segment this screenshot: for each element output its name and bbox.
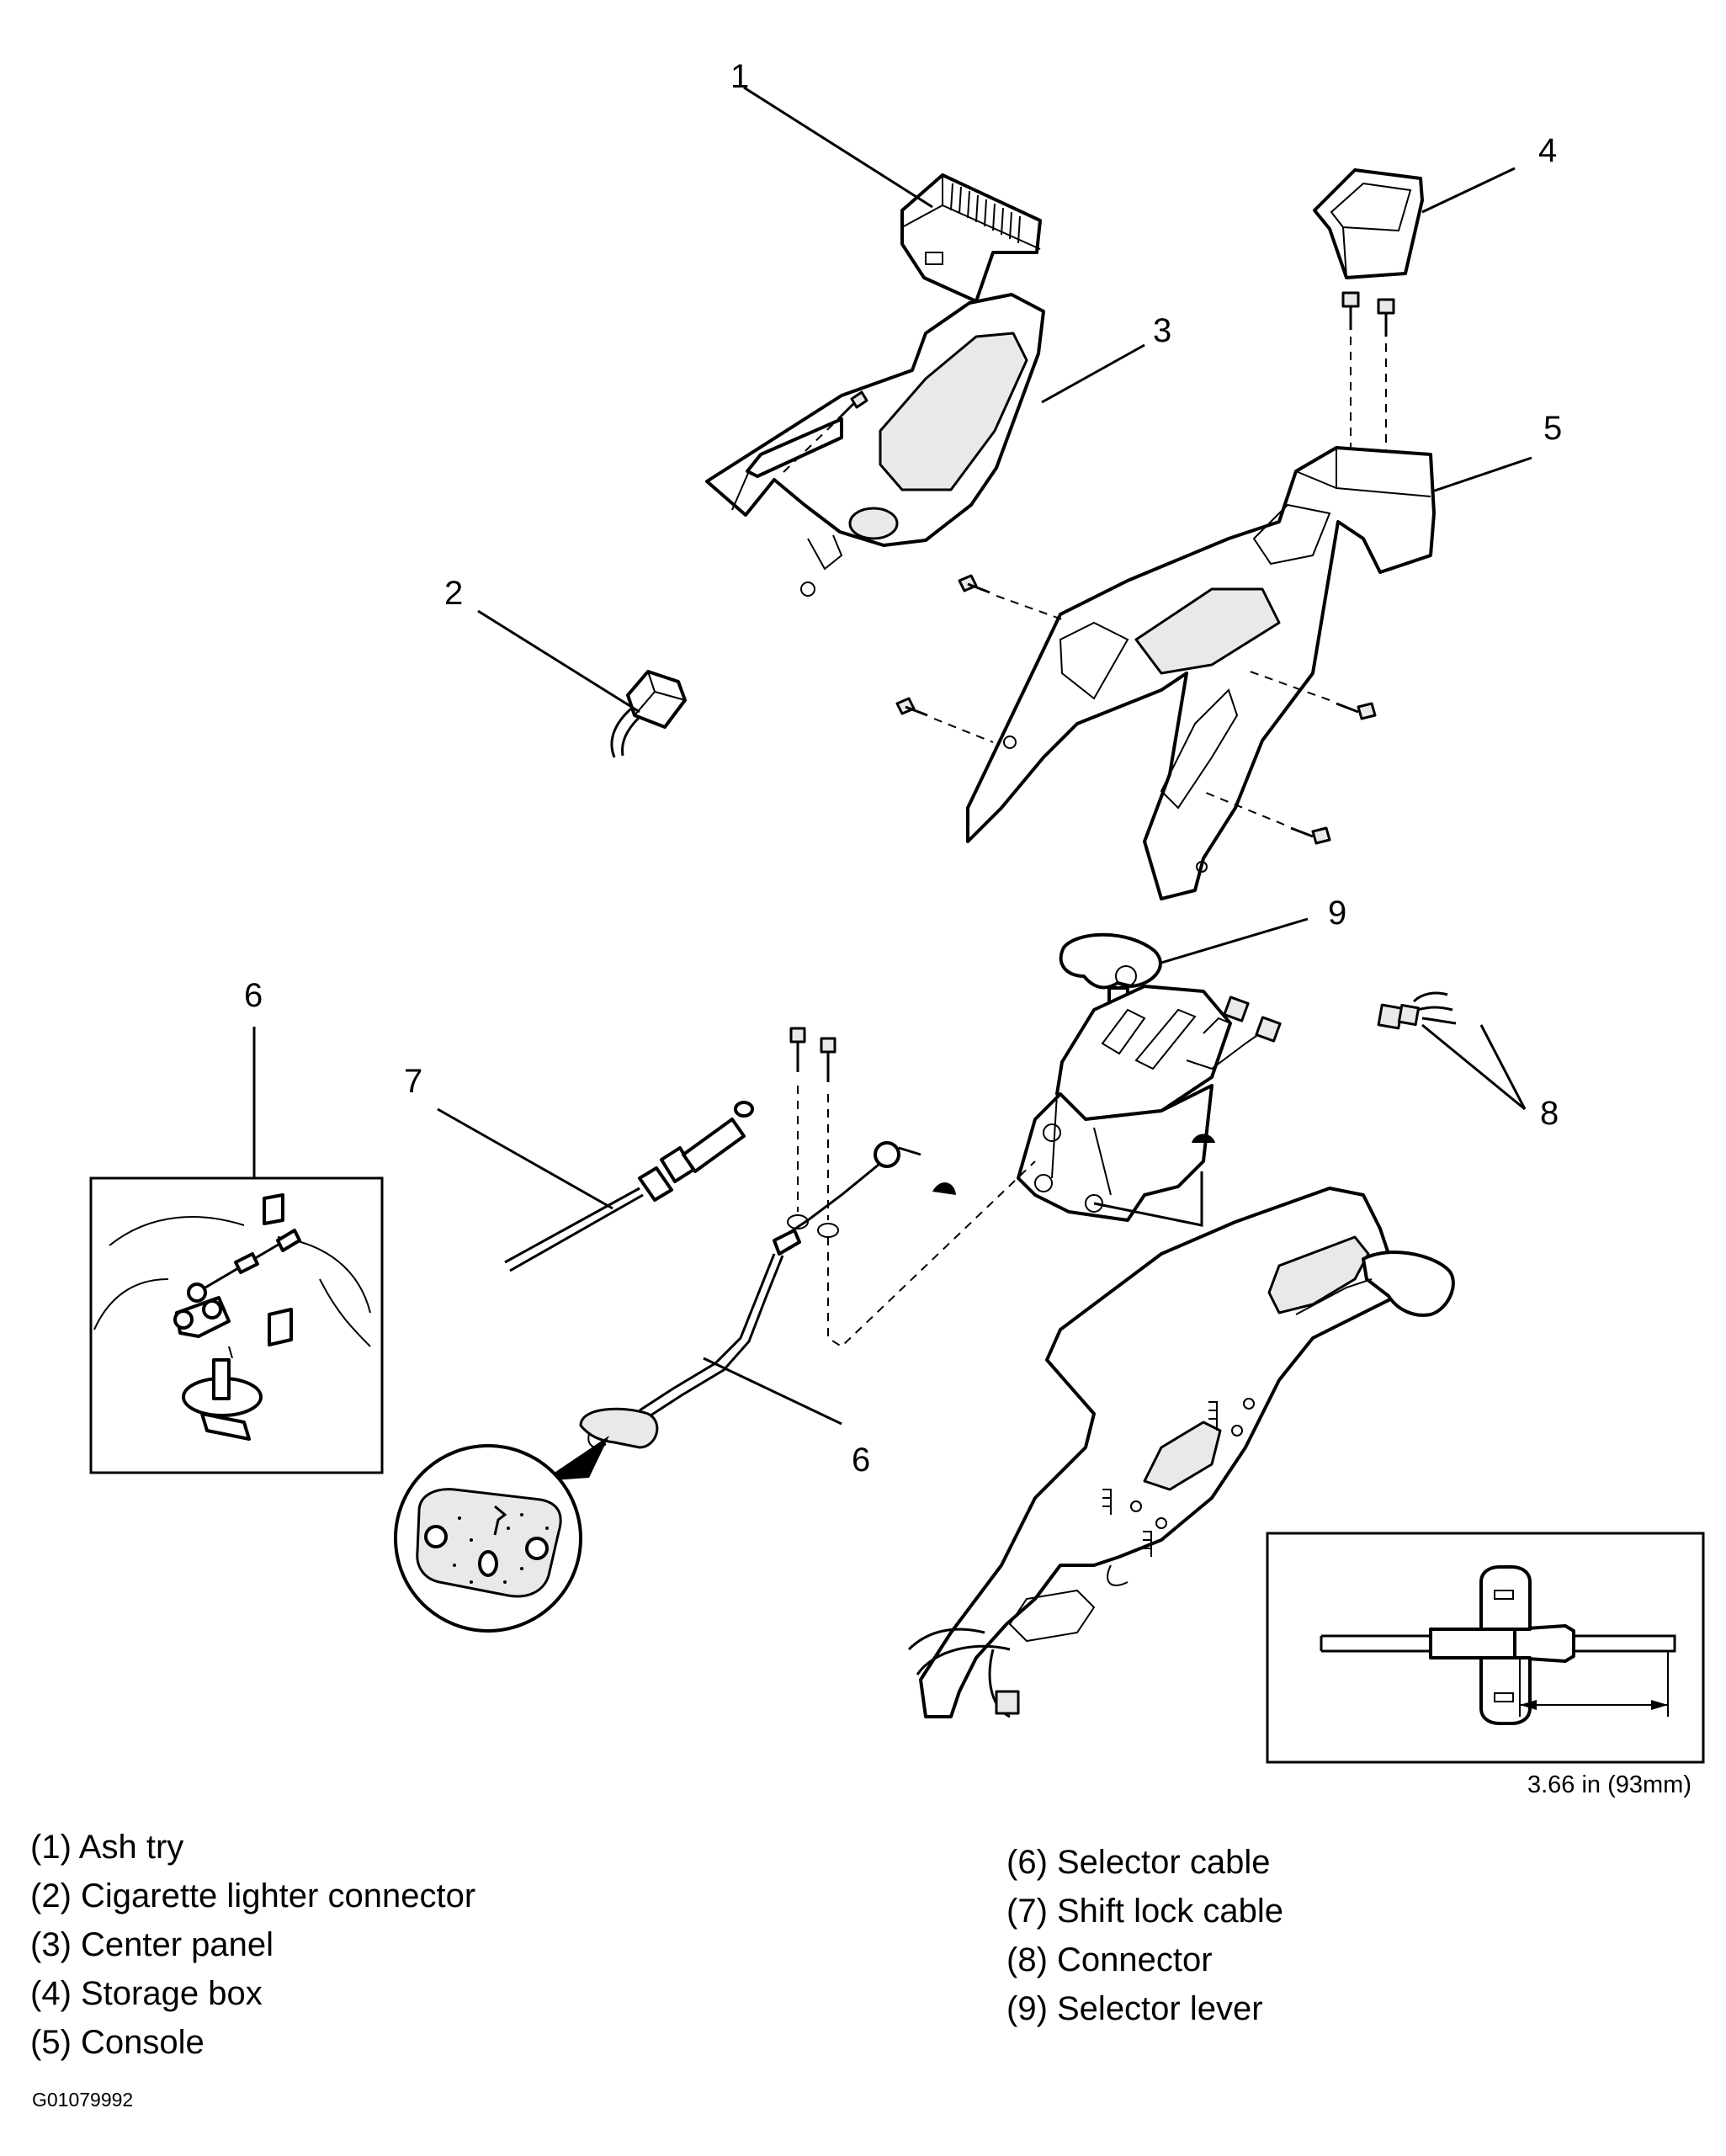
legend-item: (2) Cigarette lighter connector — [30, 1877, 476, 1914]
storage-box-bolts — [1341, 291, 1395, 461]
selector-cable-bolts — [787, 1027, 1036, 1348]
center-panel-screw — [782, 390, 868, 474]
callout-8: 8 — [1540, 1095, 1559, 1132]
cigarette-lighter-connector-part — [610, 670, 687, 758]
callout-7: 7 — [404, 1063, 422, 1100]
console-assembly-view — [907, 1187, 1455, 1718]
callout-1: 1 — [730, 58, 749, 95]
storage-box-part — [1313, 168, 1424, 279]
ash-tray-part — [900, 173, 1042, 303]
callout-3: 3 — [1153, 312, 1171, 349]
cable-end-detail-magnified — [394, 1436, 609, 1633]
cable-length-inset: 3.66 in (93mm) — [1266, 1532, 1705, 1798]
shift-lock-cable-part — [504, 1101, 754, 1272]
dimension-label: 3.66 in (93mm) — [1527, 1771, 1691, 1798]
callout-9: 9 — [1328, 895, 1346, 932]
connector-part — [1377, 991, 1457, 1030]
callout-6-inset: 6 — [244, 977, 263, 1014]
parts-legend-right: (6) Selector cable (7) Shift lock cable … — [1006, 1838, 1283, 2033]
legend-item: (4) Storage box — [30, 1975, 263, 2012]
console-screws — [895, 574, 1377, 845]
parts-legend-left: (1) Ash try (2) Cigarette lighter connec… — [30, 1823, 475, 2067]
leader-lines — [252, 86, 1532, 1426]
selector-lever-mount-lines — [1093, 1134, 1215, 1227]
legend-item: (8) Connector — [1006, 1941, 1213, 1978]
callout-5: 5 — [1543, 410, 1562, 447]
legend-item: (9) Selector lever — [1006, 1990, 1263, 2027]
legend-item: (1) Ash try — [30, 1829, 184, 1866]
legend-item: (5) Console — [30, 2024, 204, 2061]
console-part — [966, 446, 1436, 900]
legend-item: (3) Center panel — [30, 1926, 274, 1963]
legend-item: (7) Shift lock cable — [1006, 1893, 1284, 1930]
callout-numbers: 1 4 3 5 2 9 6 7 8 6 — [244, 58, 1562, 1479]
center-panel-part — [705, 293, 1045, 597]
callout-2: 2 — [444, 575, 463, 612]
selector-cable-inset — [89, 1176, 384, 1474]
selector-lever-part — [1017, 932, 1282, 1222]
callout-4: 4 — [1538, 132, 1557, 169]
legend-item: (6) Selector cable — [1006, 1844, 1271, 1881]
figure-id: G01079992 — [32, 2089, 134, 2111]
callout-6: 6 — [852, 1442, 870, 1479]
